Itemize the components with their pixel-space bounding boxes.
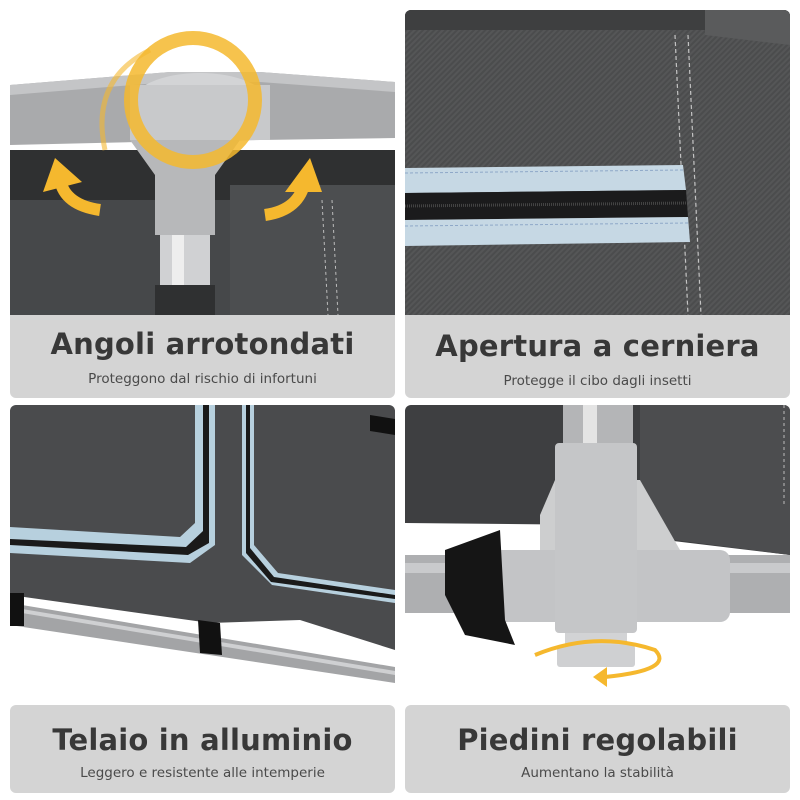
feature-card-rounded-corners: Angoli arrotondati Proteggono dal rischi…: [10, 10, 395, 398]
feature-caption: Piedini regolabili Aumentano la stabilit…: [405, 705, 790, 793]
feature-caption: Telaio in alluminio Leggero e resistente…: [10, 705, 395, 793]
feature-subtitle: Leggero e resistente alle intemperie: [80, 765, 325, 781]
feature-title: Angoli arrotondati: [50, 327, 355, 361]
feature-caption: Apertura a cerniera Protegge il cibo dag…: [405, 315, 790, 398]
feature-caption: Angoli arrotondati Proteggono dal rischi…: [10, 315, 395, 398]
adjustable-foot-photo: [405, 405, 790, 705]
zipper-closure-photo: [405, 10, 790, 315]
aluminium-frame-photo: [10, 405, 395, 705]
feature-title: Piedini regolabili: [457, 723, 738, 757]
feature-card-aluminium-frame: Telaio in alluminio Leggero e resistente…: [10, 405, 395, 793]
rounded-corner-joint-photo: [10, 10, 395, 315]
feature-card-zipper: Apertura a cerniera Protegge il cibo dag…: [405, 10, 790, 398]
feature-subtitle: Protegge il cibo dagli insetti: [503, 373, 692, 389]
feature-subtitle: Aumentano la stabilità: [521, 765, 674, 781]
feature-subtitle: Proteggono dal rischio di infortuni: [88, 371, 317, 387]
feature-title: Telaio in alluminio: [52, 723, 353, 757]
feature-title: Apertura a cerniera: [435, 329, 760, 363]
feature-card-adjustable-feet: Piedini regolabili Aumentano la stabilit…: [405, 405, 790, 793]
